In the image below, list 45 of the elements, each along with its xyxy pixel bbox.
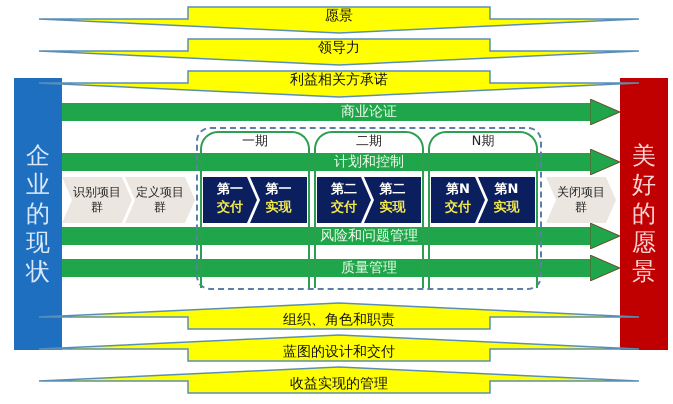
tranche-label: 一期 [242,134,268,150]
phase-label: 交付 [217,200,243,216]
band-arrow [62,98,620,126]
band-arrow [62,254,620,282]
step-label: 定义项目群 [135,185,185,215]
tranche-label: N期 [472,134,494,150]
banner-label: 愿景 [325,7,353,25]
edge-label: 商业论证 [341,103,397,121]
phase-label: 实现 [266,200,292,216]
band-arrow [62,222,620,250]
banner-label: 蓝图的设计和交付 [283,343,395,361]
edge-label: 风险和问题管理 [320,227,418,245]
phase-label: 实现 [380,200,406,216]
phase-label: 第一 [217,182,243,198]
dashed-frame [196,127,542,290]
band-arrow [62,148,620,176]
tranche-frame [314,131,424,288]
phase-panel [364,177,421,223]
tranche-label: 二期 [356,134,382,150]
banner-label: 利益相关方承诺 [290,71,388,89]
edge-label: 质量管理 [341,259,397,277]
edge-label: 计划和控制 [334,153,404,171]
phase-panel [250,177,307,223]
phase-label: 第N [494,182,518,198]
phase-label: 实现 [494,200,520,216]
step-label: 关闭项目群 [556,185,606,215]
phase-label: 第一 [266,182,292,198]
chevron-panel [62,177,132,223]
phase-label: 第二 [380,182,406,198]
banner-label: 组织、角色和职责 [283,311,395,329]
tranche-frame [428,131,538,288]
phase-panel [478,177,535,223]
phase-label: 第N [446,182,470,198]
phase-label: 交付 [445,200,471,216]
phase-label: 交付 [331,200,357,216]
chevron-panel [125,177,195,223]
banner-label: 领导力 [318,39,360,57]
vertical-bar [14,78,62,350]
phase-label: 第二 [331,182,357,198]
step-label: 识别项目群 [72,185,122,215]
banner-label: 收益实现的管理 [290,375,388,393]
bar-label: 企业的现状 [24,142,51,286]
bar-label: 美好的愿景 [631,142,657,286]
vertical-bar [620,78,668,350]
tranche-frame [200,131,310,288]
